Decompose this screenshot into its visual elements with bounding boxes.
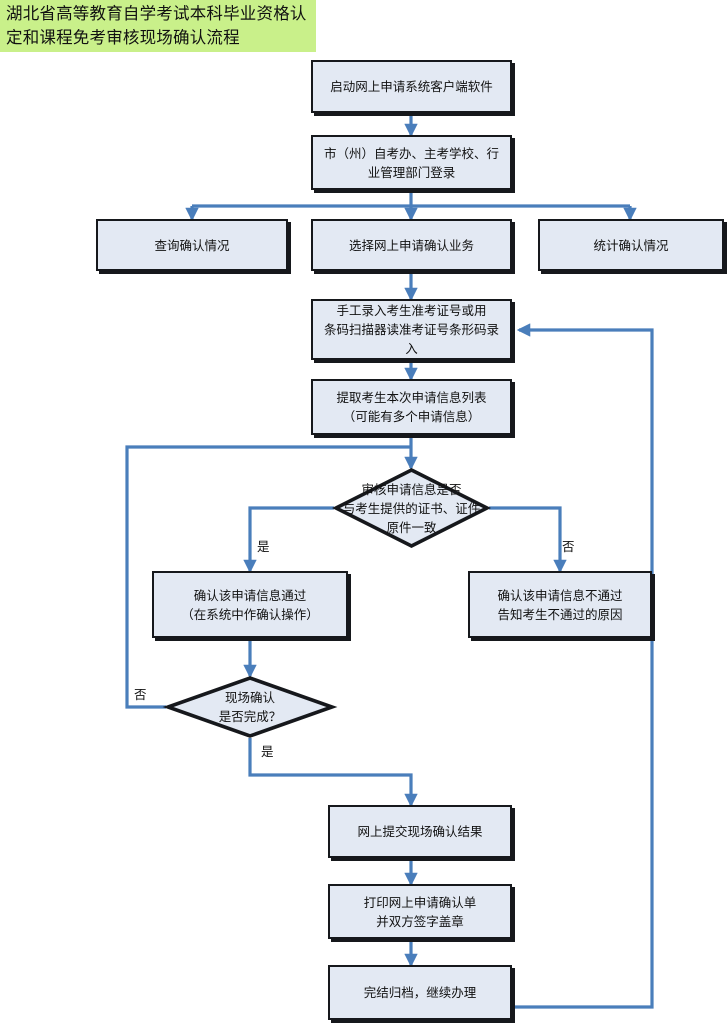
node-login-label: 市（州）自考办、主考学校、行业管理部门登录 (323, 145, 499, 180)
onsite-diamond-shape (162, 676, 338, 738)
node-print-form[interactable]: 打印网上申请确认单并双方签字盖章 (328, 884, 512, 939)
node-query-confirm-status[interactable]: 查询确认情况 (96, 219, 288, 271)
edge-onsite-yes-to-submit (248, 738, 418, 808)
node-stats-label: 统计确认情况 (593, 237, 669, 253)
node-pass-label: 确认该申请信息通过（在系统中作确认操作） (181, 587, 319, 622)
edge-review-yes-to-pass (243, 506, 334, 574)
node-fetch-label: 提取考生本次申请信息列表（可能有多个申请信息） (336, 390, 487, 424)
chart-title: 湖北省高等教育自学考试本科毕业资格认定和课程免考审核现场确认流程 (6, 4, 307, 47)
edge-archive-loop-to-input (512, 323, 654, 1009)
review-diamond-shape (331, 467, 492, 549)
node-input-label: 手工录入考生准考证号或用条码扫描器读准考证号条形码录入 (323, 303, 499, 356)
node-login[interactable]: 市（州）自考办、主考学校、行业管理部门登录 (311, 135, 512, 190)
node-start[interactable]: 启动网上申请系统客户端软件 (311, 60, 512, 113)
edge-label-onsite-no: 否 (134, 687, 147, 702)
node-statistics[interactable]: 统计确认情况 (538, 219, 724, 271)
node-select-business[interactable]: 选择网上申请确认业务 (311, 219, 512, 271)
node-review-decision[interactable]: 审核申请信息是否与考生提供的证书、证件原件一致 (331, 467, 492, 549)
node-confirm-pass[interactable]: 确认该申请信息通过（在系统中作确认操作） (152, 571, 348, 638)
node-start-label: 启动网上申请系统客户端软件 (330, 79, 493, 94)
chart-title-banner: 湖北省高等教育自学考试本科毕业资格认定和课程免考审核现场确认流程 (0, 0, 316, 52)
edge-label-review-yes: 是 (257, 539, 270, 554)
node-query-label: 查询确认情况 (154, 237, 230, 253)
node-input-exam-number[interactable]: 手工录入考生准考证号或用条码扫描器读准考证号条形码录入 (311, 299, 512, 360)
edge-review-no-to-fail (489, 506, 567, 574)
node-submit-result[interactable]: 网上提交现场确认结果 (328, 805, 512, 858)
node-submit-label: 网上提交现场确认结果 (357, 824, 483, 839)
node-fail-label: 确认该申请信息不通过告知考生不通过的原因 (497, 587, 623, 622)
node-onsite-done-decision[interactable]: 现场确认是否完成？ (162, 676, 338, 738)
node-archive-label: 完结归档，继续办理 (363, 985, 477, 1000)
node-fetch-application-list[interactable]: 提取考生本次申请信息列表（可能有多个申请信息） (311, 379, 512, 435)
node-print-label: 打印网上申请确认单并双方签字盖章 (363, 894, 477, 929)
edge-label-review-no: 否 (562, 539, 575, 554)
edge-label-onsite-yes: 是 (261, 744, 274, 759)
edge-onsite-no-loop (125, 445, 411, 709)
node-select-label: 选择网上申请确认业务 (348, 237, 474, 253)
node-confirm-fail[interactable]: 确认该申请信息不通过告知考生不通过的原因 (468, 571, 652, 638)
node-archive[interactable]: 完结归档，继续办理 (328, 965, 512, 1020)
